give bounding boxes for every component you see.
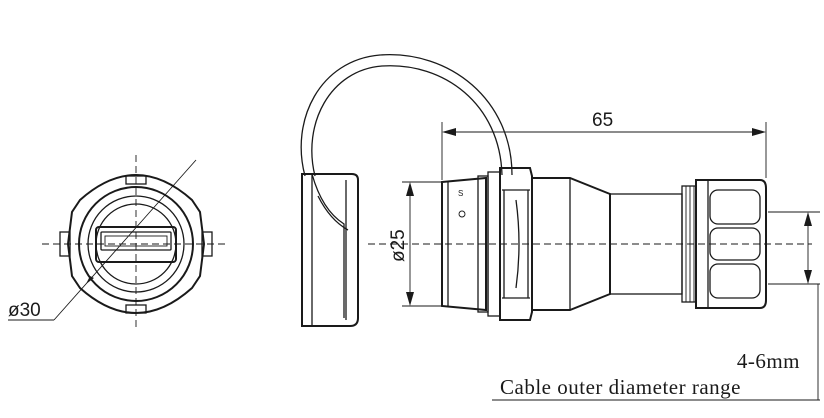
body-diameter-label: ø25: [388, 229, 409, 262]
front-diameter-label: ø30: [8, 300, 41, 321]
cable-diameter-dimension: [492, 211, 820, 401]
front-view: [8, 155, 226, 330]
side-view: S: [300, 54, 812, 327]
length-dimension: [441, 122, 767, 180]
length-label: 65: [592, 110, 613, 131]
svg-text:S: S: [458, 189, 463, 198]
cable-range-value: 4-6mm: [737, 349, 800, 373]
body-diameter-dimension: [402, 181, 444, 307]
cable-range-caption: Cable outer diameter range: [500, 375, 741, 399]
